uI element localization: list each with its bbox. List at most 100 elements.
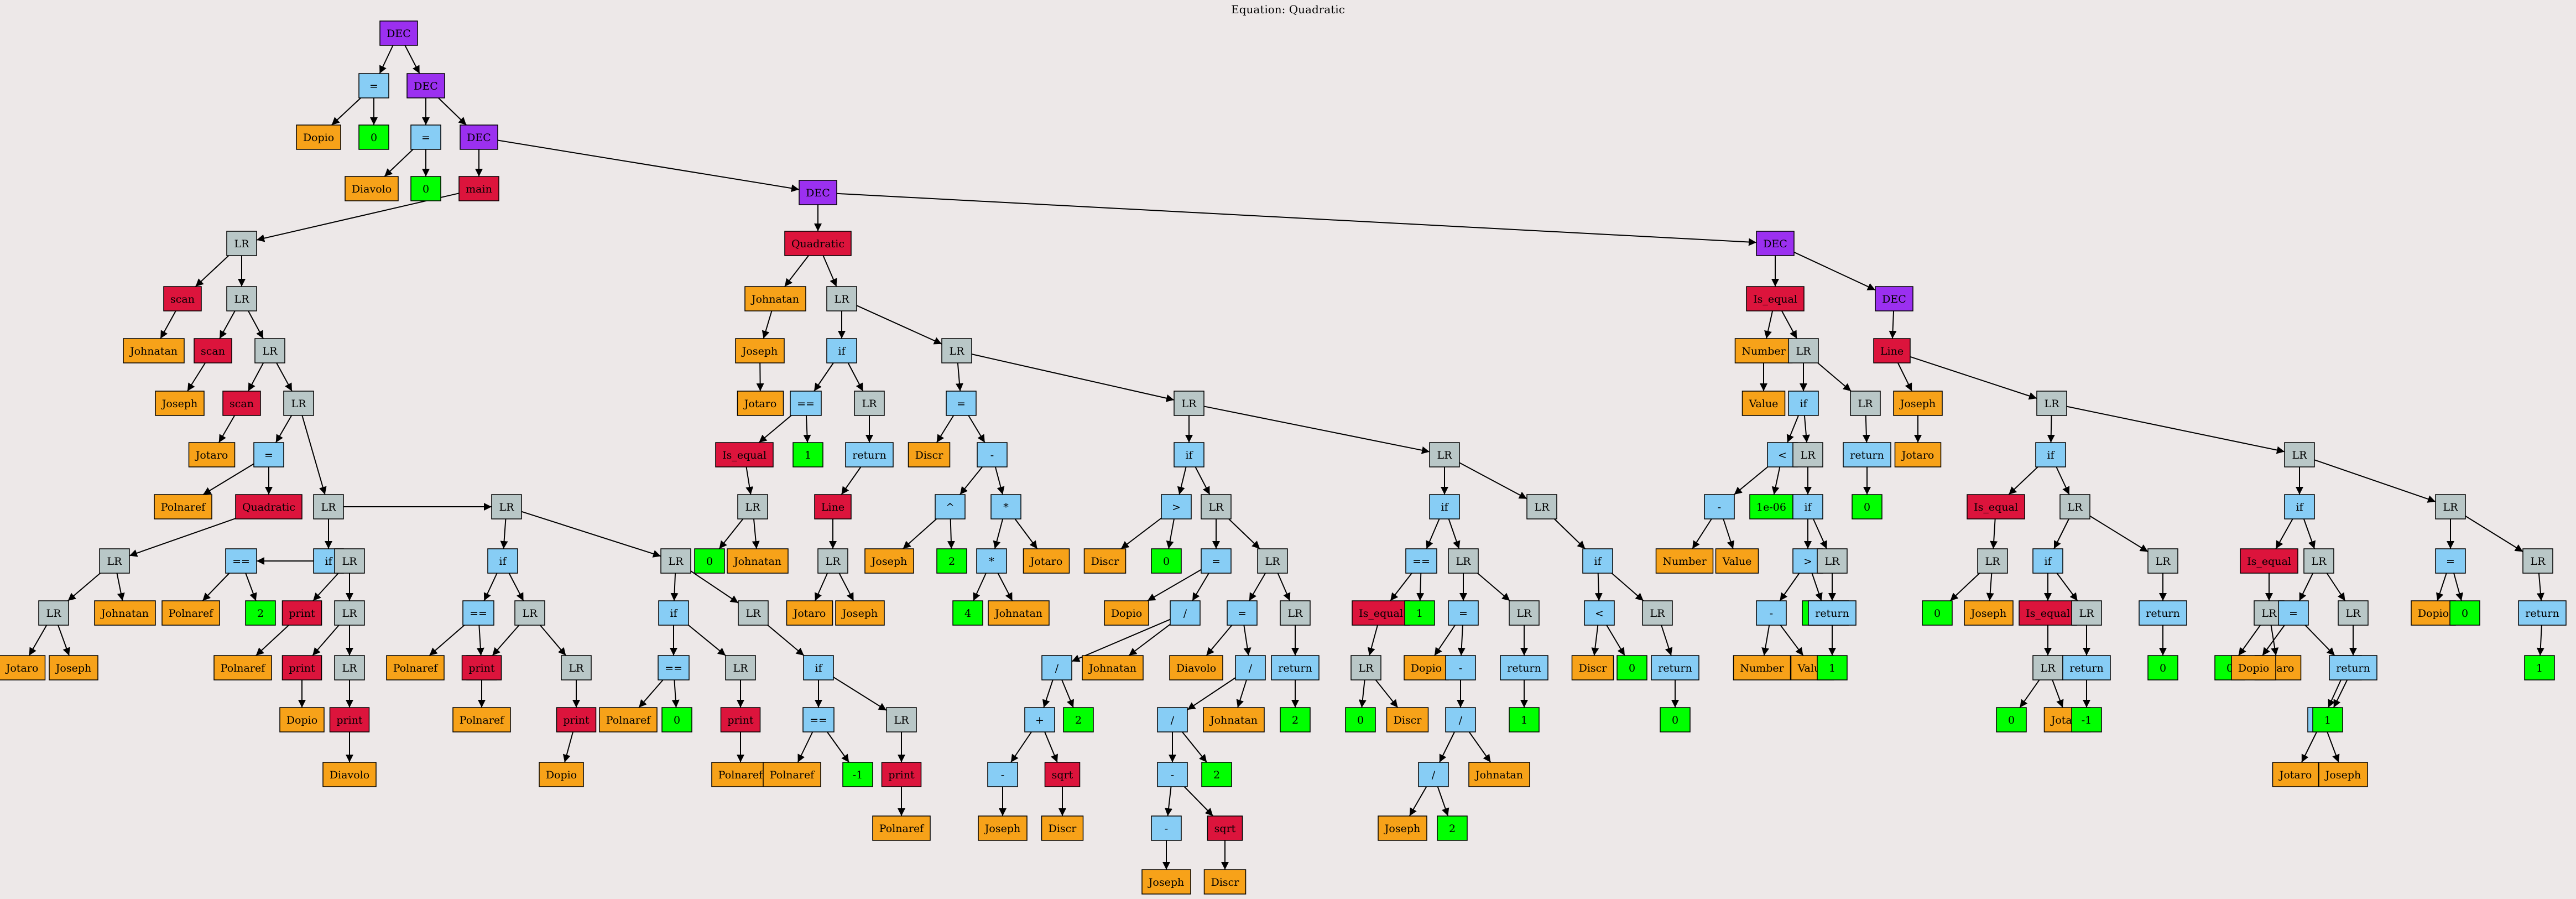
node-box (1704, 494, 1735, 519)
node-label: / (1432, 769, 1436, 781)
edge-n35-n36 (255, 625, 289, 656)
node-box (661, 707, 692, 732)
node-var-n104: Discr (1083, 548, 1127, 574)
node-var-n129: Johnatan (1203, 707, 1265, 732)
node-var-n163: Number (1734, 338, 1793, 363)
edge-n64-n66 (826, 731, 850, 763)
edge-n1-n2 (379, 45, 394, 74)
node-box (1063, 707, 1094, 732)
node-box (1526, 494, 1557, 519)
node-box (817, 548, 848, 574)
edge-n44-n45 (483, 573, 498, 601)
node-label: 1 (1829, 662, 1835, 674)
node-box (2071, 707, 2102, 732)
node-label: LR (1535, 501, 1550, 513)
node-label: 0 (2462, 607, 2468, 620)
edge-n106-n118 (1228, 518, 1260, 549)
node-label: > (1172, 501, 1181, 513)
node-label: Joseph (1148, 876, 1184, 888)
edge-n134-n135 (1426, 518, 1440, 549)
node-box (845, 442, 894, 467)
node-box (1418, 762, 1449, 787)
edge-n90-n91 (936, 415, 955, 443)
node-box (322, 762, 377, 787)
edge-n110-n116 (1061, 679, 1074, 708)
node-num-n222: 1 (2312, 707, 2343, 732)
node-box (194, 338, 232, 363)
edge-n44-n48 (508, 573, 524, 601)
node-label: Polnaref (161, 501, 206, 513)
graph-title: Equation: Quadratic (1231, 3, 1345, 16)
node-op-n228: return (2518, 600, 2567, 626)
node-num-n128: 2 (1201, 762, 1232, 787)
node-op-n154: if (1582, 548, 1613, 574)
node-label: if (1594, 555, 1602, 568)
node-label: LR (107, 555, 123, 568)
edge-n17-n20 (276, 362, 293, 392)
node-op-n90: = (946, 391, 977, 416)
node-func-n162: Is_equal (1746, 286, 1805, 311)
node-label: return (852, 449, 887, 461)
node-box (658, 655, 690, 680)
node-var-n87: Jotaro (786, 600, 833, 626)
node-box (854, 391, 885, 416)
edge-n189-n207 (2066, 406, 2285, 454)
node-func-n197: Is_equal (2019, 600, 2077, 626)
node-box (461, 655, 502, 680)
node-box (1201, 762, 1232, 787)
edge-n5-n9 (438, 97, 467, 126)
edge-n141-n150 (1477, 573, 1510, 601)
edge-n190-n195 (2056, 466, 2070, 495)
node-lr-n207: LR (2284, 442, 2315, 467)
node-label: Joseph (1970, 607, 2006, 620)
node-label: * (989, 555, 994, 568)
node-label: LR (2045, 398, 2060, 410)
node-num-n206: 0 (2147, 655, 2178, 680)
node-var-n13: Johnatan (123, 338, 185, 363)
node-lr-n195: LR (2059, 494, 2090, 519)
node-lr-n54: LR (660, 548, 691, 574)
node-label: if (2296, 501, 2304, 513)
node-box (1817, 655, 1848, 680)
node-label: LR (835, 293, 850, 305)
node-lr-n165: LR (1788, 338, 1819, 363)
node-op-n190: if (2035, 442, 2066, 467)
edge-n101-n133 (1203, 406, 1430, 454)
node-label: LR (1801, 449, 1816, 461)
node-num-n116: 2 (1063, 707, 1094, 732)
node-box (1257, 548, 1288, 574)
node-op-n111: + (1024, 707, 1055, 732)
node-box (1437, 815, 1468, 841)
edge-n167-n168 (1734, 466, 1768, 495)
node-box (784, 231, 852, 256)
node-box (1977, 548, 2008, 574)
edge-n158-n159 (1661, 625, 1673, 656)
node-op-n183: return (1843, 442, 1891, 467)
node-op-n124: - (1151, 815, 1182, 841)
node-box (334, 548, 365, 574)
node-label: LR (1359, 662, 1374, 674)
edge-n121-n129 (1236, 679, 1247, 708)
node-label: Value (1749, 398, 1779, 410)
node-label: Diavolo (352, 183, 392, 195)
node-num-n171: 1e-06 (1749, 494, 1793, 519)
node-var-n176: Number (1733, 655, 1791, 680)
node-box (1203, 707, 1265, 732)
node-lr-n158: LR (1642, 600, 1673, 626)
edge-n214-n216 (2304, 625, 2335, 656)
node-var-n156: Discr (1571, 655, 1614, 680)
edge-n228-n229 (2536, 625, 2544, 656)
node-label: Polnaref (770, 769, 815, 781)
node-var-n22: Polnaref (154, 494, 212, 519)
node-label: 0 (2008, 714, 2015, 726)
edge-n25-n26 (28, 625, 48, 656)
node-box (222, 391, 261, 416)
node-box (1616, 655, 1647, 680)
node-box (2062, 655, 2111, 680)
node-box (2284, 442, 2315, 467)
edge-n191-n192 (1990, 518, 1998, 549)
node-label: DEC (1763, 238, 1787, 250)
node-lr-n43: LR (491, 494, 522, 519)
node-box (1749, 494, 1793, 519)
